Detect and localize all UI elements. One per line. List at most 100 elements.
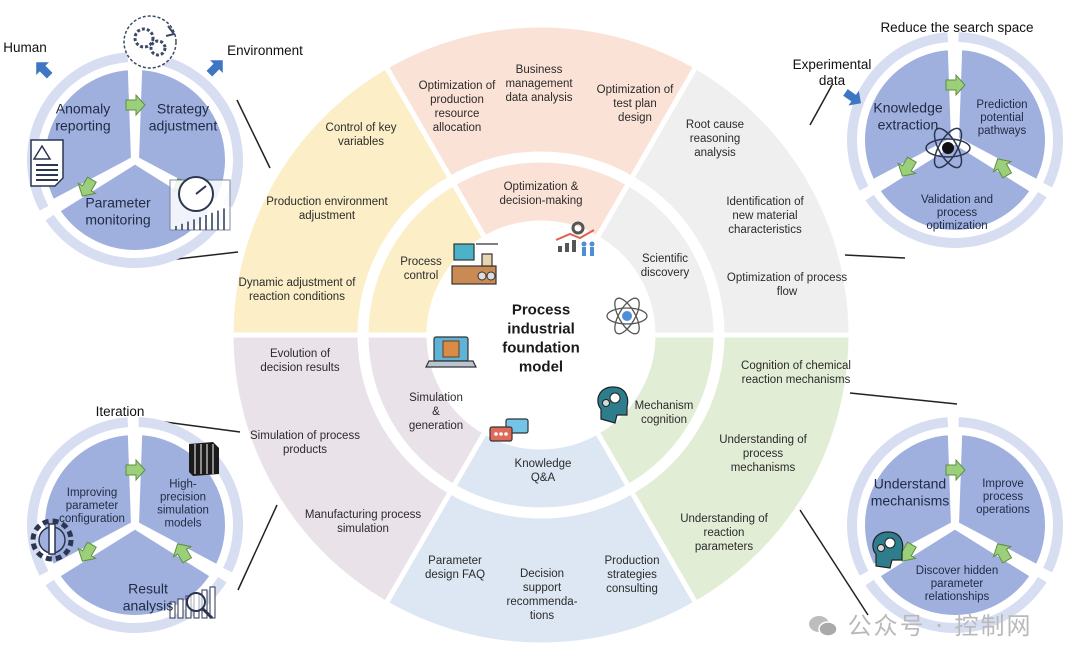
- sector-label-optimization-line: Optimization &: [504, 181, 579, 193]
- cycle-step-bottom-right-line: operations: [976, 504, 1030, 516]
- cycle-arrow-icon: [992, 158, 1013, 179]
- label-environment-line: Environment: [227, 43, 303, 58]
- sector-item-process-control-line: Dynamic adjustment of: [239, 277, 357, 289]
- sector-label-process-control-line: Process: [400, 256, 442, 268]
- connector-br-lower: [799, 509, 869, 616]
- sector-label-knowledge-qa-line: Q&A: [531, 472, 556, 484]
- sector-item-scientific-discovery: Optimization of process flow: [727, 272, 847, 298]
- sector-item-mechanism-cognition-line: mechanisms: [731, 462, 796, 474]
- sector-item-optimization-line: Optimization of: [597, 84, 675, 96]
- sector-item-process-control-line: Production environment: [266, 196, 388, 208]
- cycle-arrow-icon: [992, 543, 1013, 564]
- sector-item-mechanism-cognition-line: Understanding of: [719, 434, 807, 446]
- label-human: Human: [3, 40, 47, 55]
- sector-item-scientific-discovery-line: flow: [777, 286, 798, 298]
- sector-outer-simulation-generation: [228, 332, 454, 607]
- sector-label-simulation-generation-line: Simulation: [409, 392, 463, 404]
- cycle-step-bottom-right-line: process: [983, 491, 1024, 503]
- label-experimental-data-line: Experimental: [793, 57, 872, 72]
- sector-item-knowledge-qa-line: support: [523, 582, 562, 594]
- cycle-step-top-left-line: adjustment: [149, 118, 218, 134]
- label-iteration-line: Iteration: [96, 404, 145, 419]
- simulation-cube-icon: [189, 442, 219, 476]
- connector-bl-lower: [237, 504, 278, 591]
- cycle-step-top-right-line: optimization: [926, 220, 987, 232]
- sector-outer-mechanism-cognition: [628, 332, 854, 607]
- connector-tl-upper: [236, 99, 271, 169]
- wrench-gear-icon: [30, 518, 74, 562]
- center-title-line: foundation: [502, 340, 579, 357]
- sector-label-mechanism-cognition-line: cognition: [641, 414, 687, 426]
- sector-label-process-control: Process control: [400, 256, 442, 282]
- cycle-step-top-right-line: pathways: [978, 125, 1027, 137]
- sector-inner-knowledge-qa: [450, 428, 632, 513]
- sector-label-scientific-discovery-line: discovery: [641, 267, 690, 279]
- cycle-step-top-left-line: Anomaly: [56, 101, 110, 117]
- wechat-icon: [808, 615, 838, 637]
- sector-label-process-control-line: control: [404, 270, 439, 282]
- sector-item-mechanism-cognition-line: Cognition of chemical: [741, 360, 851, 372]
- sector-item-optimization-line: production: [430, 94, 484, 106]
- cycle-ring-arrow: [26, 52, 129, 211]
- cycle-diagrams: [26, 15, 1063, 634]
- sector-item-scientific-discovery-line: Identification of: [726, 196, 804, 208]
- sector-item-process-control-line: reaction conditions: [249, 291, 345, 303]
- sector-item-knowledge-qa-line: consulting: [606, 583, 658, 595]
- connector-tr-upper: [809, 84, 833, 126]
- cycle-arrow-icon: [125, 458, 146, 482]
- cycle-step-bottom-left-line: analysis: [123, 598, 174, 614]
- cycle-step-bottom-left-line: Improving: [67, 487, 118, 499]
- gauge-icon: [169, 176, 231, 231]
- cycle-arrow-icon: [945, 73, 966, 97]
- sector-item-scientific-discovery-line: Root cause: [686, 119, 744, 131]
- cycle-ring-arrow: [45, 209, 227, 268]
- sector-item-simulation-generation-line: Evolution of: [270, 348, 331, 360]
- atom-icon: [606, 297, 648, 335]
- cycle-arrow-icon: [945, 458, 966, 482]
- cycle-step-bottom-left-line: models: [164, 518, 201, 530]
- sector-outer-optimization: [382, 22, 700, 182]
- sector-label-scientific-discovery-line: Scientific: [642, 253, 688, 265]
- cycle-arrow-icon: [172, 543, 193, 564]
- strategy-gears-icon: [123, 15, 177, 69]
- laptop-simulation-icon: [425, 336, 477, 368]
- sector-item-simulation-generation: Evolution of decision results: [260, 348, 340, 374]
- label-reduce-search-space: Reduce the search space: [880, 20, 1033, 35]
- sector-inner-simulation-generation: [363, 332, 489, 490]
- cycle-step-top-right-line: Validation and: [921, 194, 993, 206]
- cycle-step-top-right-line: extraction: [878, 117, 939, 133]
- sector-label-scientific-discovery: Scientific discovery: [641, 253, 690, 279]
- sector-item-mechanism-cognition-line: parameters: [695, 541, 753, 553]
- cycle-step-bottom-right-line: Understand: [874, 476, 946, 492]
- control-panel-icon: [451, 243, 498, 285]
- cycle-step-bottom-left-line: simulation: [157, 505, 209, 517]
- sector-label-knowledge-qa-line: Knowledge: [515, 458, 572, 470]
- sector-item-scientific-discovery-line: Optimization of process: [727, 272, 847, 284]
- brain-gears-icon: [872, 531, 904, 569]
- label-environment: Environment: [227, 43, 303, 58]
- cycle-arrow-icon: [897, 156, 917, 177]
- sector-item-knowledge-qa-line: recommenda-: [507, 596, 578, 608]
- sector-item-scientific-discovery-line: reasoning: [690, 133, 741, 145]
- watermark: 公众号 · 控制网: [808, 606, 1033, 641]
- cycle-top-right: [843, 28, 1063, 249]
- sector-item-simulation-generation-line: decision results: [260, 362, 340, 374]
- label-reduce-search-space-line: Reduce the search space: [880, 20, 1033, 35]
